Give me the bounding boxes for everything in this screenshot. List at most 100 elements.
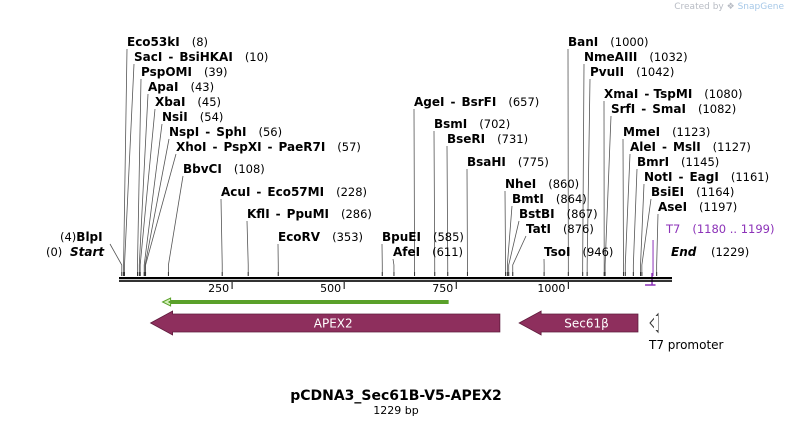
feature-label-sec61b: Sec61β [564,317,609,331]
enzyme-name: BmrI [637,155,669,169]
cut-site-label[interactable]: SrfI-SmaI(1082) [611,102,736,116]
feature-arrow-sec61b[interactable] [518,310,639,336]
cut-site-position: (57) [337,140,361,154]
cut-site-label[interactable]: NheI(860) [505,177,579,191]
cut-site-position: (39) [204,65,228,79]
cut-site-label[interactable]: KflI-PpuMI(286) [247,207,372,221]
ruler-label: 1000 [537,282,565,295]
ruler-label: 250 [208,282,229,295]
cut-site-label[interactable]: AleI-MslI(1127) [630,140,751,154]
cut-site-leader [624,153,631,276]
cut-site-position: (1080) [704,87,742,101]
cut-site-leader [656,213,659,276]
cut-site-position: (8) [192,35,208,49]
enzyme-name: XmaI [604,87,638,101]
cut-site-label[interactable]: NsiI(54) [162,110,223,124]
enzyme-name: BlpI [76,230,102,244]
enzyme-name: AgeI [414,95,444,109]
enzyme-name: NspI [169,125,199,139]
cut-site-label[interactable]: TsoI(946) [544,245,613,259]
cut-site-label[interactable]: NspI-SphI(56) [169,125,282,139]
enzyme-name: MslI [673,140,701,154]
enzyme-name: PaeR7I [279,140,326,154]
cut-site-position: (1032) [649,50,687,64]
cut-site-position: (775) [518,155,549,169]
cut-site-label[interactable]: TatI (876) [526,222,594,236]
cut-site-label[interactable]: AcuI-Eco57MI(228) [221,185,367,199]
cut-site-label[interactable]: XbaI(45) [155,95,221,109]
enzyme-name: BpuEI [382,230,421,244]
cut-site-position: (702) [479,117,510,131]
cut-site-label[interactable]: BmtI(864) [512,192,587,206]
cut-site-leader [220,198,223,276]
cut-site-position: (228) [336,185,367,199]
ruler-label: 500 [320,282,341,295]
cut-site-leader [109,243,123,276]
cut-site-label[interactable]: BsaHI(775) [467,155,549,169]
enzyme-name: Eco53kI [127,35,180,49]
cut-site-label[interactable]: XhoI-PspXI-PaeR7I(57) [176,140,361,154]
enzyme-name: TsoI [544,245,570,259]
cut-site-position: (108) [234,162,265,176]
cut-site-label[interactable]: (4)BlpI [60,230,103,244]
cut-site-label[interactable]: MmeI(1123) [623,125,710,139]
cut-site-label[interactable]: BsiEI(1164) [651,185,734,199]
cut-site-position: (4) [60,230,76,244]
enzyme-name: PvuII [590,65,624,79]
enzyme-name: PpuMI [287,207,329,221]
cut-site-label[interactable]: BanI(1000) [568,35,649,49]
cut-site-position: (1127) [713,140,751,154]
enzyme-name: TspMI [654,87,693,101]
enzyme-name: SphI [216,125,246,139]
backbone-bottom-strand [119,280,672,282]
enzyme-name: TatI [526,222,551,236]
cut-site-label[interactable]: AfeI(611) [393,245,463,259]
enzyme-name: BsmI [434,117,467,131]
feature-arrow-apex2[interactable] [149,310,501,336]
cut-site-label[interactable]: AgeI-BsrFI(657) [414,95,539,109]
cut-site-label[interactable]: BseRI(731) [447,132,528,146]
cut-site-position: (54) [200,110,224,124]
enzyme-name: PspXI [224,140,262,154]
cut-site-label[interactable]: NotI-EagI(1161) [644,170,769,184]
cut-site-label[interactable]: BbvCI(108) [183,162,265,176]
cut-site-label[interactable]: BpuEI(585) [382,230,464,244]
cut-site-leaders [109,48,659,286]
cut-site-leader [168,175,184,276]
cut-site-position: (1123) [672,125,710,139]
cut-site-position: (876) [563,222,594,236]
t7-site-range: (1180 .. 1199) [692,222,774,236]
cut-site-position: (10) [245,50,269,64]
enzyme-name: EcoRV [278,230,321,244]
enzyme-name: XhoI [176,140,207,154]
cut-site-label[interactable]: ApaI(43) [148,80,214,94]
cut-site-label[interactable]: PvuII(1042) [590,65,674,79]
cut-site-leader [632,168,638,276]
cut-site-leader [246,220,249,276]
watermark: Created by ❖ SnapGene [674,2,784,12]
cut-site-position: (1161) [731,170,769,184]
cut-site-label[interactable]: SacI-BsiHKAI(10) [134,50,268,64]
cut-site-position: (864) [556,192,587,206]
cut-site-label[interactable]: NmeAIII(1032) [584,50,688,64]
start-position: (0) [46,245,62,259]
cut-site-position: (867) [567,207,598,221]
cut-site-position: (286) [341,207,372,221]
enzyme-name: BanI [568,35,598,49]
cut-site-label[interactable]: PspOMI(39) [141,65,228,79]
cut-site-label[interactable]: EcoRV(353) [278,230,363,244]
cut-site-label[interactable]: XmaI-TspMI(1080) [604,87,743,101]
cut-site-label[interactable]: BsmI (702) [434,117,510,131]
enzyme-name: Eco57MI [267,185,324,199]
t7-site-label[interactable]: T7(1180 .. 1199) [665,222,774,236]
cut-site-label[interactable]: BstBI(867) [519,207,598,221]
cut-site-label[interactable]: BmrI(1145) [637,155,719,169]
cut-site-label[interactable]: AseI(1197) [658,200,737,214]
plasmid-name: pCDNA3_Sec61B-V5-APEX2 [290,388,502,404]
cut-site-label[interactable]: Eco53kI (8) [127,35,208,49]
cut-site-leader [144,138,170,276]
cut-site-labels: (4)BlpI Eco53kI (8)SacI-BsiHKAI(10)PspOMI(… [60,35,774,259]
